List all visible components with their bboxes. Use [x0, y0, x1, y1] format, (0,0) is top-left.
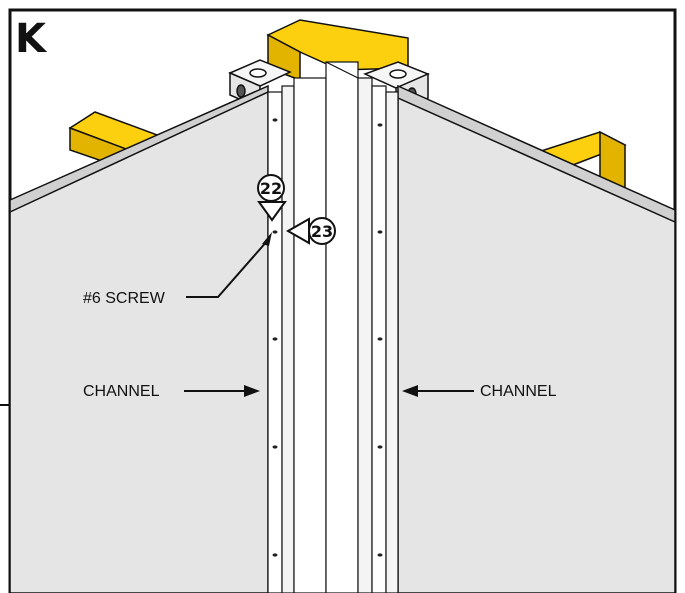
post-brackets [228, 59, 430, 114]
screw-mark [272, 230, 278, 234]
screw-mark [377, 445, 383, 449]
step-letter: K [15, 16, 48, 62]
screws-right [377, 123, 383, 557]
screw-mark [377, 337, 383, 341]
screw-label: #6 SCREW [83, 290, 166, 307]
callout-23: 23 [285, 217, 336, 245]
screw-label-group: #6 SCREW [83, 232, 272, 307]
screw-mark [272, 553, 278, 557]
screw-mark [377, 553, 383, 557]
channel-label-right-group: CHANNEL [402, 383, 557, 400]
svg-text:22: 22 [260, 179, 282, 198]
svg-text:23: 23 [311, 222, 333, 241]
screw-mark [272, 445, 278, 449]
callout-22: 22 [257, 174, 287, 222]
right-channel [325, 61, 399, 593]
screw-mark [377, 123, 383, 127]
right-panel [397, 84, 676, 593]
channel-label-left-group: CHANNEL [83, 383, 260, 400]
channel-label-right: CHANNEL [480, 383, 557, 400]
screw-mark [272, 118, 278, 122]
left-panel [9, 84, 269, 593]
screw-mark [272, 337, 278, 341]
channel-label-left: CHANNEL [83, 383, 160, 400]
left-channel [267, 77, 327, 593]
screw-mark [377, 230, 383, 234]
